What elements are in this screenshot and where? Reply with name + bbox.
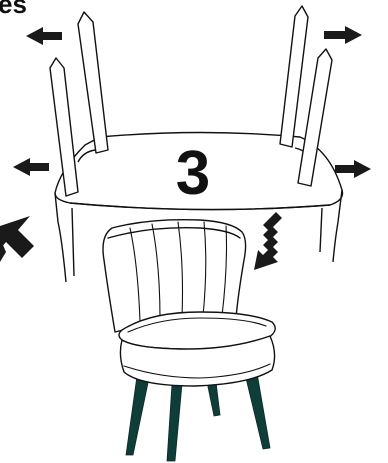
step-number: 3 [176,139,210,208]
chair-leg-back-left [167,384,182,461]
header-partial-text: es [0,0,27,19]
leg-back-right [280,6,308,147]
arrow-right-icon [324,26,362,44]
chair-leg-front-left [126,376,149,455]
dashed-arrow-down-left-icon [254,212,282,270]
arrow-right-icon [335,160,371,178]
leg-front-left [50,58,78,196]
arrow-left-icon [26,27,62,45]
chair [103,220,275,461]
tabletop-edge [55,193,66,282]
arrow-down-left-icon [0,216,34,262]
chair-leg-front-right [245,373,270,449]
leg-back-left [78,12,108,153]
chair-leg-back-right [207,382,220,416]
arrow-left-icon [13,158,49,176]
